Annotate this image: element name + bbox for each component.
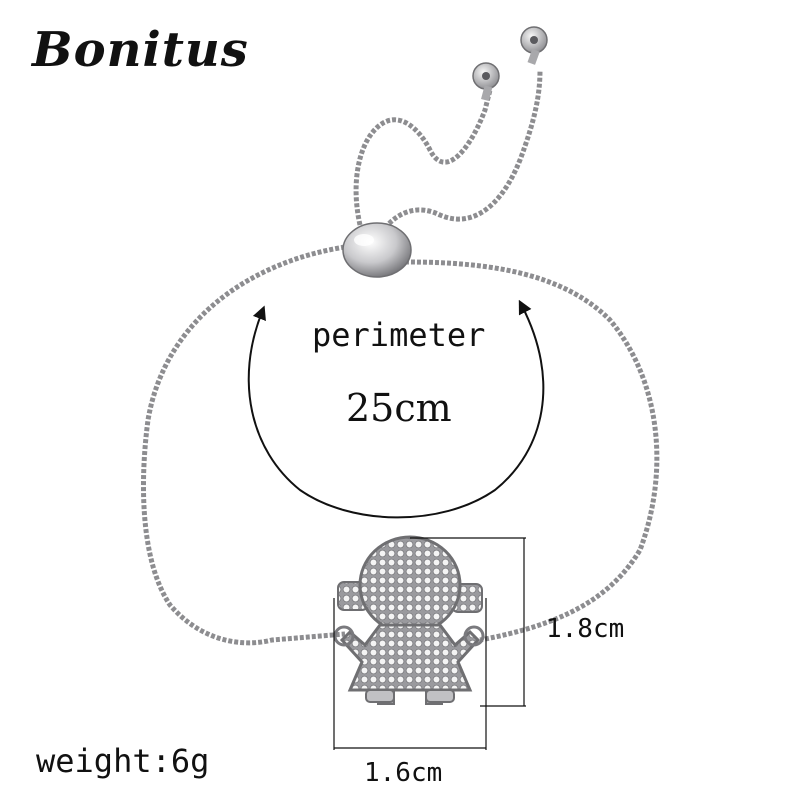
height-dimension	[410, 537, 526, 707]
pendant-width-label: 1.6cm	[364, 758, 443, 788]
tail-chain-left	[353, 89, 493, 226]
chain-loop	[140, 244, 346, 646]
end-cap-left	[472, 62, 500, 102]
pendant-height-label: 1.8cm	[546, 614, 625, 644]
width-dimension	[333, 598, 487, 750]
chain-loop-right	[404, 259, 660, 643]
end-cap-right	[520, 26, 548, 65]
girl-pendant	[333, 535, 485, 705]
weight-label: weight:6g	[36, 742, 210, 780]
perimeter-label: perimeter	[312, 316, 486, 354]
slider-bead	[342, 222, 412, 278]
perimeter-arc	[247, 299, 545, 519]
brand-logo: Bonitus	[32, 22, 249, 78]
tail-chain-right	[383, 69, 543, 230]
perimeter-value: 25cm	[346, 386, 452, 430]
